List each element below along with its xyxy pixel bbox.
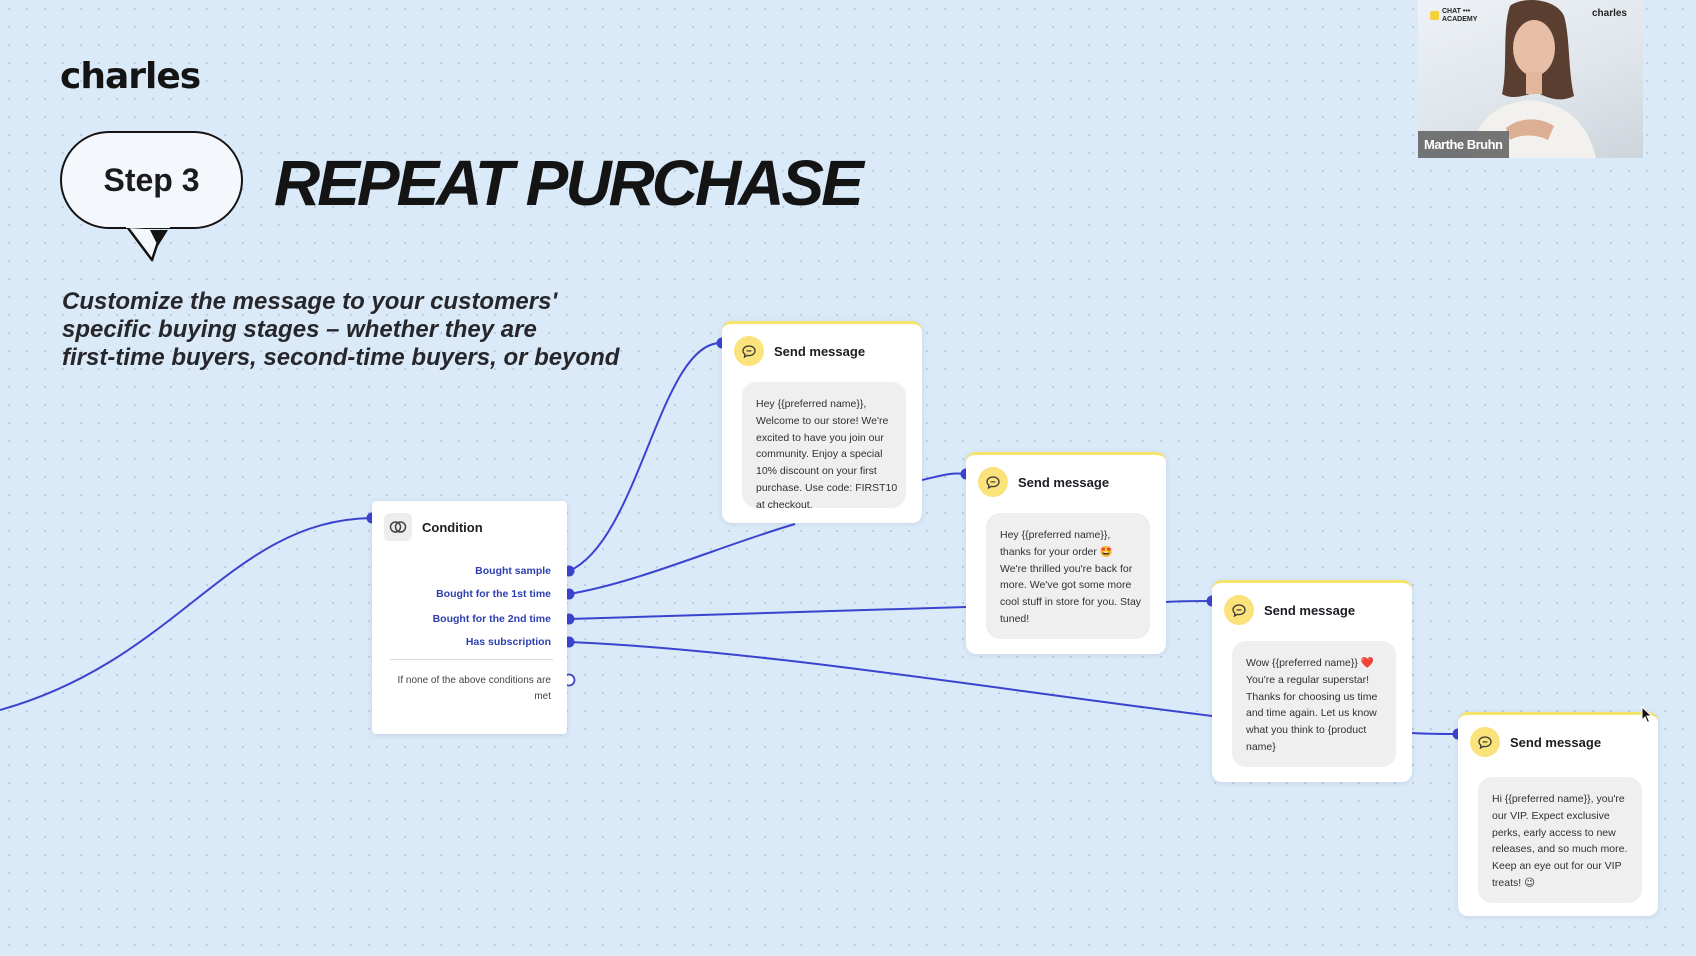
condition-option-bought-first-time[interactable]: Bought for the 1st time [436,588,551,600]
send-message-node-4[interactable]: Send message Hi {{preferred name}}, you'… [1458,712,1658,916]
presenter-webcam: CHAT ••• ACADEMY charles Marthe Bruhn [1418,0,1643,158]
message-header: Send message [1470,727,1601,757]
step-badge: Step 3 [60,131,243,229]
chat-icon [734,336,764,366]
page-subtitle: Customize the message to your customers'… [62,288,702,372]
mouse-cursor-icon [1641,706,1653,724]
condition-header: Condition [384,513,483,541]
step-label: Step 3 [103,161,200,198]
send-message-node-3[interactable]: Send message Wow {{preferred name}} ❤️ Y… [1212,580,1412,782]
message-bubble[interactable]: Hey {{preferred name}}, thanks for your … [986,513,1150,639]
subtitle-line: specific buying stages – whether they ar… [62,316,537,343]
wire-msg1-to-msg2 [921,472,967,481]
wire-has-subscription [568,641,1213,717]
message-title: Send message [1510,734,1602,750]
speech-bubble-tail [126,224,170,262]
presenter-name-tag: Marthe Bruhn [1418,131,1509,158]
wire-bought-first [568,523,796,595]
condition-divider [390,659,553,660]
webcam-brand: charles [1591,8,1627,19]
chat-icon [1224,595,1254,625]
message-header: Send message [978,467,1109,497]
condition-option-bought-sample[interactable]: Bought sample [475,565,551,577]
message-header: Send message [734,336,865,366]
send-message-node-1[interactable]: Send message Hey {{preferred name}}, Wel… [722,321,922,523]
condition-node[interactable]: Condition Bought sample Bought for the 1… [372,501,567,734]
message-title: Send message [774,343,866,359]
condition-option-bought-second-time[interactable]: Bought for the 2nd time [432,613,551,625]
chat-academy-logo-mark [1430,11,1439,20]
charles-logo: charles [60,56,201,97]
chat-academy-logo-line: CHAT ••• [1442,8,1471,15]
chat-icon [978,467,1008,497]
subtitle-line: Customize the message to your customers' [62,288,558,315]
chat-academy-logo: CHAT ••• ACADEMY [1442,8,1477,24]
wire-msg2-to-msg3 [1165,600,1213,603]
send-message-node-2[interactable]: Send message Hey {{preferred name}}, tha… [966,452,1166,654]
message-bubble[interactable]: Hi {{preferred name}}, you're our VIP. E… [1478,777,1642,903]
subtitle-line: first-time buyers, second-time buyers, o… [62,344,620,371]
message-bubble[interactable]: Hey {{preferred name}}, Welcome to our s… [742,382,906,511]
message-bubble[interactable]: Wow {{preferred name}} ❤️ You're a regul… [1232,641,1396,767]
condition-option-has-subscription[interactable]: Has subscription [465,636,551,648]
message-title: Send message [1018,474,1110,490]
chat-icon [1470,727,1500,757]
wire-msg3-to-msg4 [1411,732,1459,735]
wire-bought-sample [568,341,723,572]
condition-fallback[interactable]: If none of the above conditions are met [397,675,551,702]
message-header: Send message [1224,595,1355,625]
chat-academy-logo-line: ACADEMY [1442,16,1478,23]
condition-title: Condition [422,519,483,535]
page-title: REPEAT PURCHASE [274,147,864,219]
message-title: Send message [1264,602,1356,618]
wire-entry [0,517,373,711]
wire-bought-second [568,606,967,620]
condition-icon [384,513,412,541]
